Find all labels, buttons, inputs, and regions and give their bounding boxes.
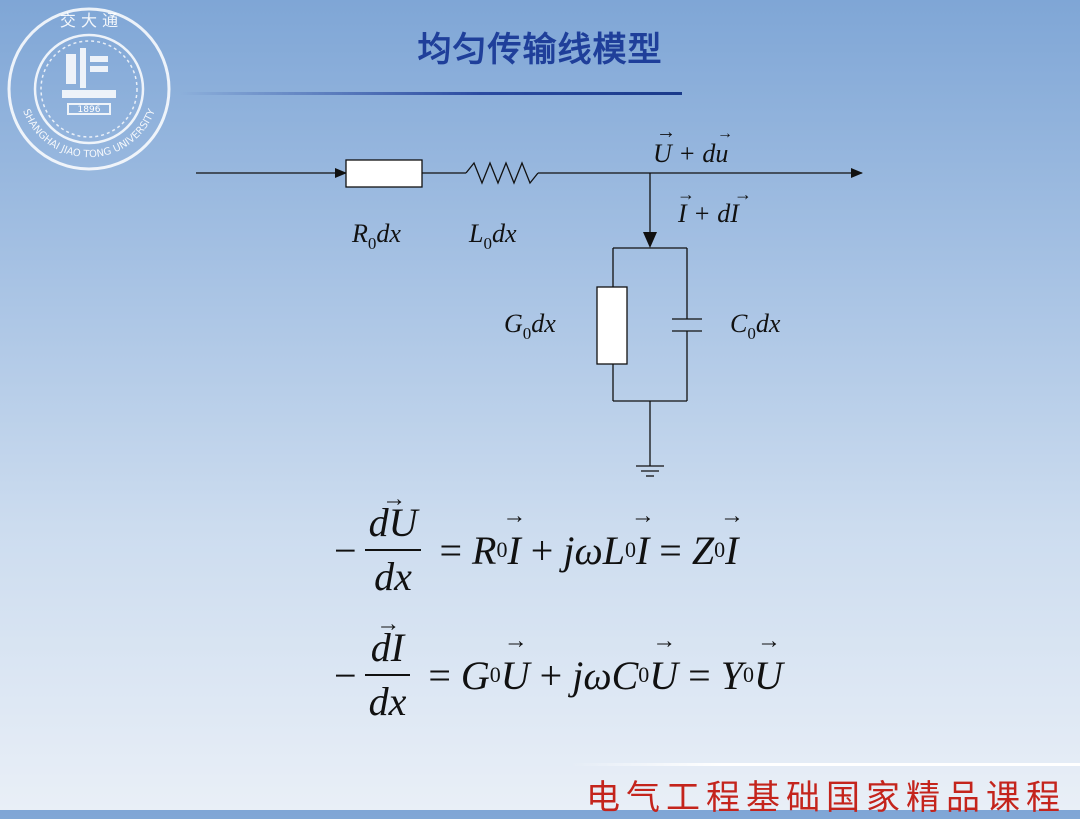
svg-text:→: → xyxy=(734,184,752,204)
svg-text:→: → xyxy=(717,125,733,142)
svg-text:→: → xyxy=(677,184,695,204)
current-arrow xyxy=(643,232,657,248)
svg-text:I + dI: I + dI xyxy=(677,199,740,228)
logo-top-text: 交 大 通 xyxy=(60,11,118,30)
label-r0dx: R0dx xyxy=(351,219,401,253)
series-resistor xyxy=(345,159,423,188)
ground-symbol xyxy=(636,465,664,477)
footer-rule xyxy=(570,763,1080,766)
series-inductor xyxy=(465,161,539,185)
equation-current: − dI dx = G0U + jωC0U = Y0U xyxy=(334,615,783,735)
title-underline xyxy=(180,92,682,95)
label-g0dx: G0dx xyxy=(504,309,556,343)
eq1-fraction: dU dx xyxy=(364,497,422,603)
eq2-fraction: dI dx xyxy=(364,622,411,728)
current-label: I + dI → → xyxy=(677,184,752,228)
voltage-label: U + du → → xyxy=(653,121,733,168)
circuit-diagram: U + du → → I + dI → → R0dx L0dx G0dx C0d… xyxy=(196,121,863,477)
slide-title: 均匀传输线模型 xyxy=(417,30,663,70)
label-c0dx: C0dx xyxy=(730,309,781,343)
svg-text:U + du: U + du xyxy=(653,139,728,168)
label-l0dx: L0dx xyxy=(468,219,517,253)
logo-year: 1896 xyxy=(78,105,101,115)
equation-voltage: − dU dx = R0I + jωL0I = Z0I xyxy=(334,490,738,610)
svg-text:→: → xyxy=(656,121,676,143)
university-logo: 1896 交 大 通 SHANGHAI JIAO TONG UNIVERSITY xyxy=(7,7,171,171)
course-footer: 电气工程基础国家精品课程 xyxy=(586,778,1066,818)
shunt-conductance xyxy=(596,286,628,365)
